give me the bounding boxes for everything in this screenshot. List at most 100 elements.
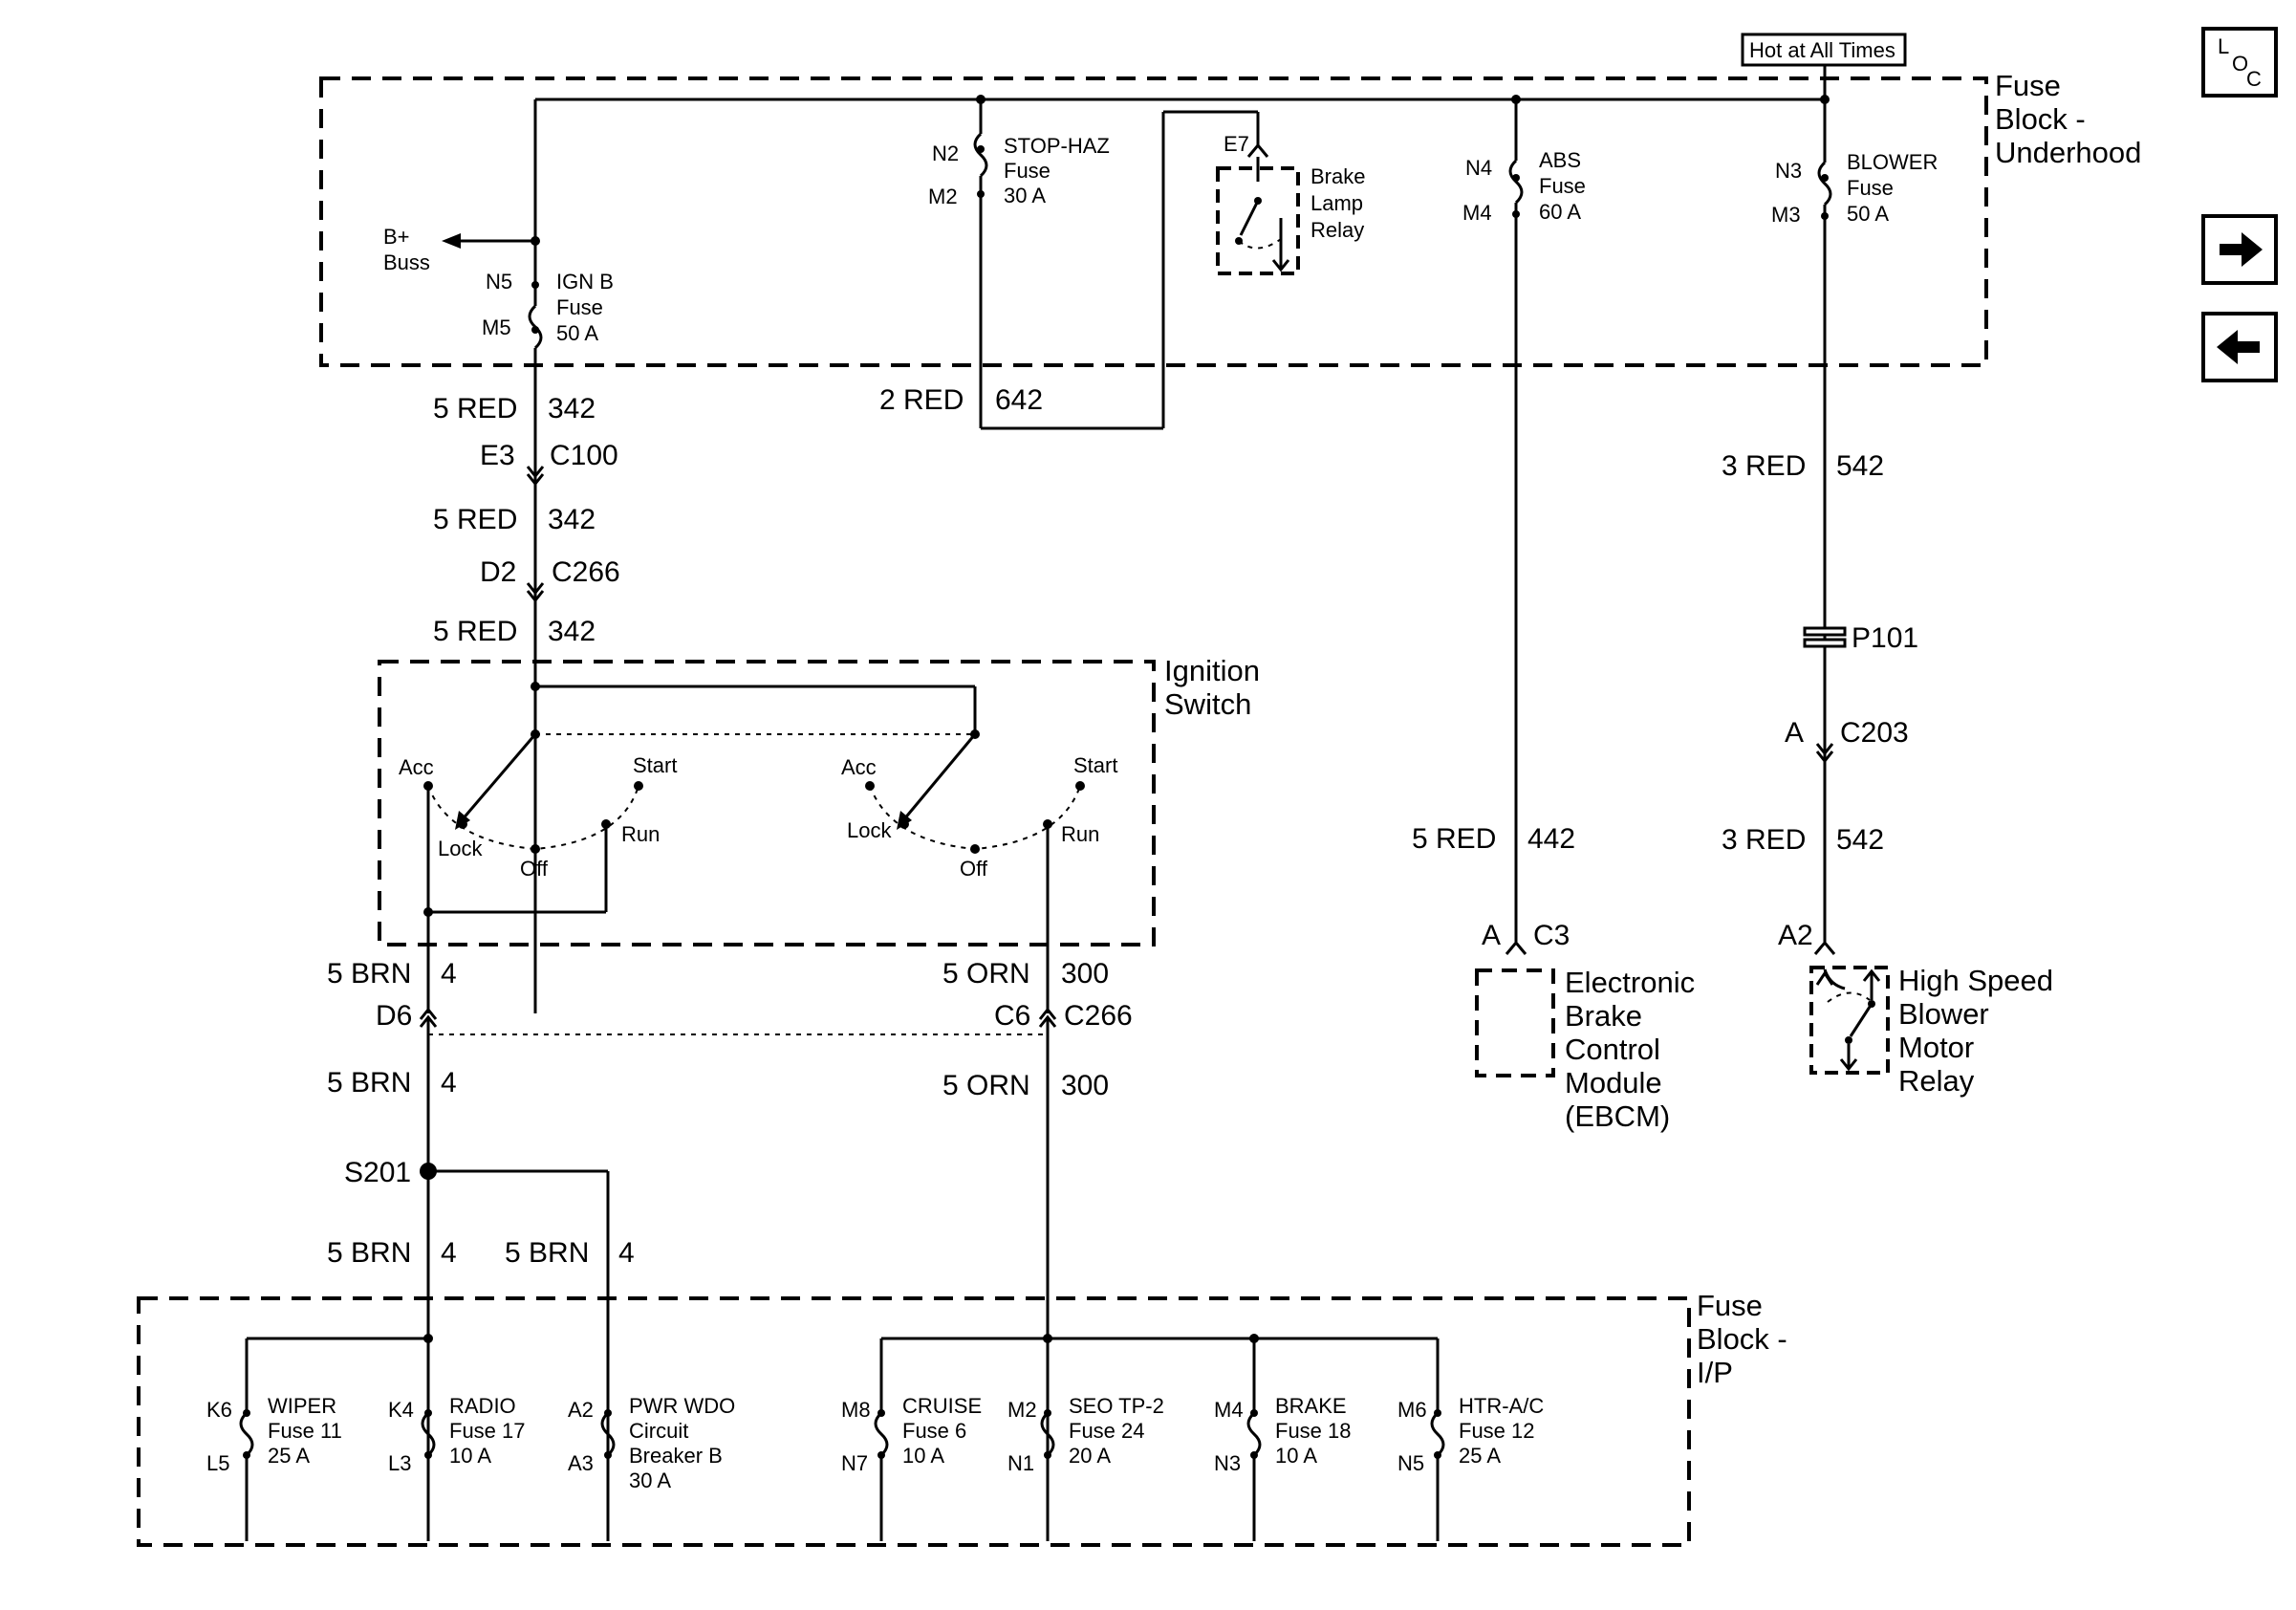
svg-text:M4: M4 [1214, 1398, 1244, 1422]
svg-text:10 A: 10 A [1275, 1444, 1317, 1468]
previous-page-button[interactable] [2201, 312, 2278, 382]
svg-text:Block -: Block - [1697, 1322, 1787, 1356]
svg-text:2 RED: 2 RED [879, 384, 964, 416]
wire-542-upper: 3 RED 542 [1722, 450, 1884, 482]
svg-text:Control: Control [1565, 1033, 1660, 1066]
b-plus-arrow-icon [442, 233, 461, 249]
svg-text:E3: E3 [480, 440, 515, 471]
wire-4-upper: 5 BRN 4 [327, 958, 457, 990]
connector-d6-label: D6 [376, 1000, 412, 1032]
svg-text:10 A: 10 A [449, 1444, 491, 1468]
connector-c203: A C203 [1785, 717, 1909, 764]
svg-text:Run: Run [621, 822, 660, 846]
svg-text:N4: N4 [1465, 156, 1492, 180]
svg-text:3 RED: 3 RED [1722, 824, 1806, 856]
svg-text:342: 342 [548, 504, 596, 535]
svg-text:ABS: ABS [1539, 148, 1581, 172]
svg-text:50 A: 50 A [556, 321, 598, 345]
abs-fuse: N4 M4 ABS Fuse 60 A [1462, 148, 1586, 225]
svg-text:50 A: 50 A [1847, 202, 1889, 226]
wire-342-lower: 5 RED 342 [433, 616, 596, 647]
svg-text:N3: N3 [1214, 1451, 1241, 1475]
svg-text:542: 542 [1836, 450, 1884, 482]
wire-342-middle: 5 RED 342 [433, 504, 596, 535]
svg-text:5 BRN: 5 BRN [505, 1237, 589, 1269]
svg-text:5 RED: 5 RED [433, 393, 517, 424]
svg-text:M5: M5 [482, 315, 511, 339]
location-button[interactable]: L O C [2201, 27, 2278, 98]
svg-text:542: 542 [1836, 824, 1884, 856]
fuse-block-underhood-outline [319, 76, 1988, 367]
svg-text:N3: N3 [1775, 159, 1802, 183]
svg-text:PWR WDO: PWR WDO [629, 1394, 735, 1418]
fuse-block-ip-title: Fuse Block - I/P [1697, 1289, 1787, 1389]
ebcm-label: Electronic Brake Control Module (EBCM) [1565, 966, 1695, 1133]
svg-text:Off: Off [960, 857, 988, 881]
svg-text:30 A: 30 A [629, 1469, 671, 1492]
svg-text:Brake: Brake [1565, 999, 1642, 1033]
svg-text:N5: N5 [1397, 1451, 1424, 1475]
svg-text:BRAKE: BRAKE [1275, 1394, 1347, 1418]
connector-c266-d2: D2 C266 [480, 556, 620, 603]
svg-text:Fuse: Fuse [1995, 69, 2061, 102]
svg-text:Relay: Relay [1898, 1064, 1975, 1098]
svg-text:Fuse: Fuse [1697, 1289, 1763, 1322]
svg-text:300: 300 [1061, 1070, 1109, 1101]
connector-c266-c6: C6 C266 [994, 1000, 1133, 1032]
svg-text:342: 342 [548, 393, 596, 424]
ebcm-box [1475, 968, 1555, 1077]
wire-4-middle: 5 BRN 4 [327, 1067, 457, 1099]
svg-text:30 A: 30 A [1004, 184, 1046, 207]
svg-text:Underhood: Underhood [1995, 136, 2141, 169]
svg-text:SEO TP-2: SEO TP-2 [1069, 1394, 1164, 1418]
wire-4-lower-right: 5 BRN 4 [505, 1237, 635, 1269]
svg-text:Module: Module [1565, 1066, 1662, 1099]
next-page-button[interactable] [2201, 214, 2278, 285]
svg-text:Motor: Motor [1898, 1031, 1974, 1064]
svg-text:Fuse: Fuse [556, 295, 603, 319]
brake-lamp-relay: E7 Brake Lamp Relay [1216, 132, 1365, 275]
wire-4-lower-left: 5 BRN 4 [327, 1237, 457, 1269]
svg-text:D2: D2 [480, 556, 516, 588]
svg-text:Fuse 12: Fuse 12 [1459, 1419, 1535, 1443]
svg-text:4: 4 [618, 1237, 635, 1269]
svg-text:HTR-A/C: HTR-A/C [1459, 1394, 1544, 1418]
wire-300-lower: 5 ORN 300 [942, 1070, 1109, 1101]
arrow-right-icon [2220, 232, 2263, 267]
svg-text:5 BRN: 5 BRN [327, 1237, 411, 1269]
svg-text:L: L [2218, 34, 2229, 58]
svg-text:642: 642 [995, 384, 1043, 416]
svg-text:5 RED: 5 RED [433, 504, 517, 535]
svg-text:25 A: 25 A [268, 1444, 310, 1468]
arrow-left-icon [2217, 330, 2260, 364]
svg-text:L5: L5 [206, 1451, 229, 1475]
svg-text:I/P: I/P [1697, 1356, 1733, 1389]
svg-text:60 A: 60 A [1539, 200, 1581, 224]
ignition-switch-title: Ignition Switch [1164, 654, 1260, 721]
svg-text:Acc: Acc [399, 755, 434, 779]
svg-text:3 RED: 3 RED [1722, 450, 1806, 482]
fuse-block-ip-outline [137, 1296, 1691, 1547]
svg-text:C: C [2246, 67, 2262, 91]
svg-text:B+: B+ [383, 225, 410, 249]
svg-text:High Speed: High Speed [1898, 964, 2053, 997]
svg-text:Breaker B: Breaker B [629, 1444, 723, 1468]
svg-text:5 RED: 5 RED [1412, 823, 1496, 855]
svg-text:BLOWER: BLOWER [1847, 150, 1938, 174]
svg-text:342: 342 [548, 616, 596, 647]
svg-text:E7: E7 [1224, 132, 1249, 156]
wire-442: 5 RED 442 [1412, 823, 1575, 855]
svg-text:Blower: Blower [1898, 997, 1989, 1031]
svg-text:A: A [1785, 717, 1804, 749]
wire-542-lower: 3 RED 542 [1722, 824, 1884, 856]
svg-text:Start: Start [633, 753, 677, 777]
svg-text:Lock: Lock [438, 837, 483, 860]
svg-text:Relay: Relay [1310, 218, 1364, 242]
svg-text:Run: Run [1061, 822, 1099, 846]
